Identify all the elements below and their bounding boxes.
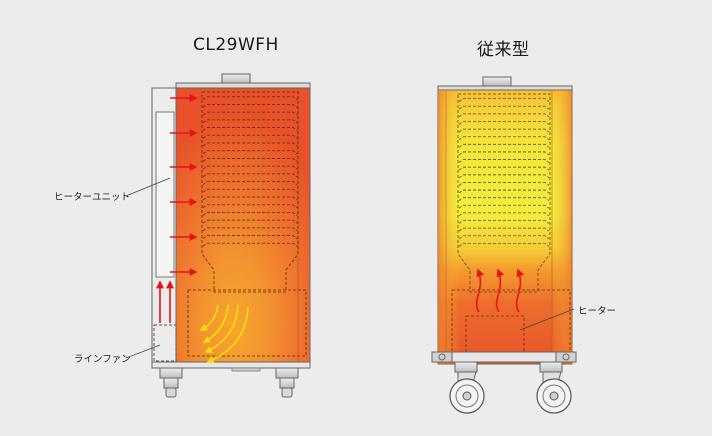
- front-foot: [159, 367, 183, 398]
- tray-slot: [202, 181, 298, 185]
- tray-slot: [458, 151, 550, 156]
- heater-unit-leader: [125, 177, 171, 197]
- tray-slot: [202, 158, 298, 162]
- tray-slot: [458, 128, 550, 133]
- rear-caster: [536, 361, 572, 414]
- upward-airflow-arrows: [156, 280, 174, 323]
- conventional-cabinet: [431, 76, 577, 414]
- tray-slot: [458, 242, 550, 247]
- label-heater: ヒーター: [578, 306, 617, 317]
- heater-leader: [519, 308, 575, 331]
- heated-chamber: [175, 87, 311, 365]
- tray-slot: [202, 142, 298, 147]
- tray-slot: [458, 220, 550, 224]
- tray-slot: [202, 188, 298, 193]
- rack-outline: [457, 93, 551, 293]
- tray-slot: [202, 212, 298, 216]
- tray-slot: [202, 96, 298, 101]
- lower-compartment: [187, 289, 307, 357]
- line-fan-leader: [125, 344, 161, 359]
- tray-slot: [458, 174, 550, 179]
- tray-slot: [202, 173, 298, 178]
- tray-slot: [458, 105, 550, 110]
- tray-slot: [202, 127, 298, 131]
- top-handle: [221, 73, 251, 84]
- tray-slot: [202, 235, 298, 239]
- tray-slot: [458, 113, 550, 118]
- tray-slot: [202, 111, 298, 116]
- title-cl29wfh: CL29WFH: [193, 35, 279, 55]
- tray-slot: [202, 104, 298, 108]
- rack-outline: [201, 91, 299, 293]
- tray-slot: [458, 121, 550, 125]
- rising-heat-arrows: [475, 268, 525, 313]
- tray-slot: [458, 98, 550, 102]
- tray-slot: [202, 119, 298, 124]
- tray-slot: [458, 182, 550, 186]
- tray-slot: [202, 204, 298, 209]
- tray-slot: [202, 165, 298, 170]
- cl29wfh-cabinet: [151, 73, 311, 398]
- tray-slot: [458, 235, 550, 240]
- tray-slot: [202, 134, 298, 139]
- tray-slot: [458, 197, 550, 201]
- horizontal-airflow-arrows: [170, 94, 198, 276]
- line-fan-box: [153, 324, 177, 362]
- tray-slot: [202, 242, 298, 247]
- title-conventional: 従来型: [477, 40, 530, 60]
- front-caster: [449, 361, 485, 414]
- tray-slot: [202, 227, 298, 232]
- tray-slot: [458, 189, 550, 194]
- tray-slot: [458, 159, 550, 163]
- top-handle-conventional: [482, 76, 512, 87]
- caster-base-bar: [431, 351, 577, 363]
- tray-slot: [458, 204, 550, 209]
- label-heater-unit: ヒーターユニット: [54, 192, 131, 203]
- tray-slot: [458, 227, 550, 232]
- tray-slot: [202, 150, 298, 155]
- tray-rack-conventional: [457, 93, 551, 293]
- tray-slot: [458, 166, 550, 171]
- tray-slot: [458, 136, 550, 141]
- tray-slot: [458, 143, 550, 148]
- heater-unit-panel: [155, 111, 175, 278]
- rear-foot: [275, 367, 299, 398]
- label-line-fan: ラインファン: [74, 354, 131, 365]
- tray-slot: [458, 212, 550, 217]
- tray-slot: [202, 219, 298, 224]
- tray-slot: [202, 196, 298, 201]
- tray-rack: [201, 91, 299, 293]
- fan-airflow-arrows: [199, 304, 249, 364]
